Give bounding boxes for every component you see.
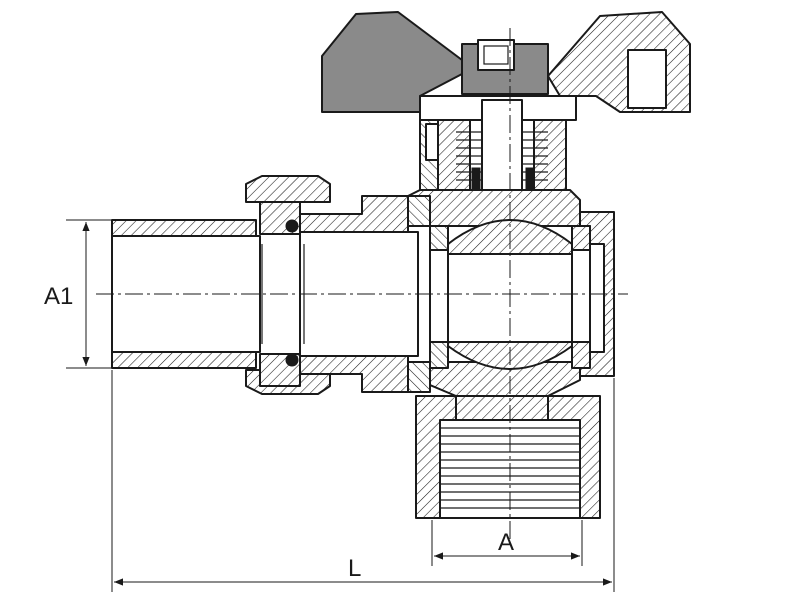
outlet-fitting [415, 395, 601, 519]
dimension-l-label: L [348, 555, 361, 582]
dimension-a1: A1 [44, 219, 112, 369]
dimension-a: A [431, 520, 583, 566]
centerlines [96, 28, 628, 540]
dimension-a-label: A [498, 529, 514, 556]
dimension-a1-label: A1 [44, 283, 73, 310]
union-connector [111, 175, 431, 395]
butterfly-handle [321, 11, 691, 121]
dimension-l: L [111, 370, 615, 592]
